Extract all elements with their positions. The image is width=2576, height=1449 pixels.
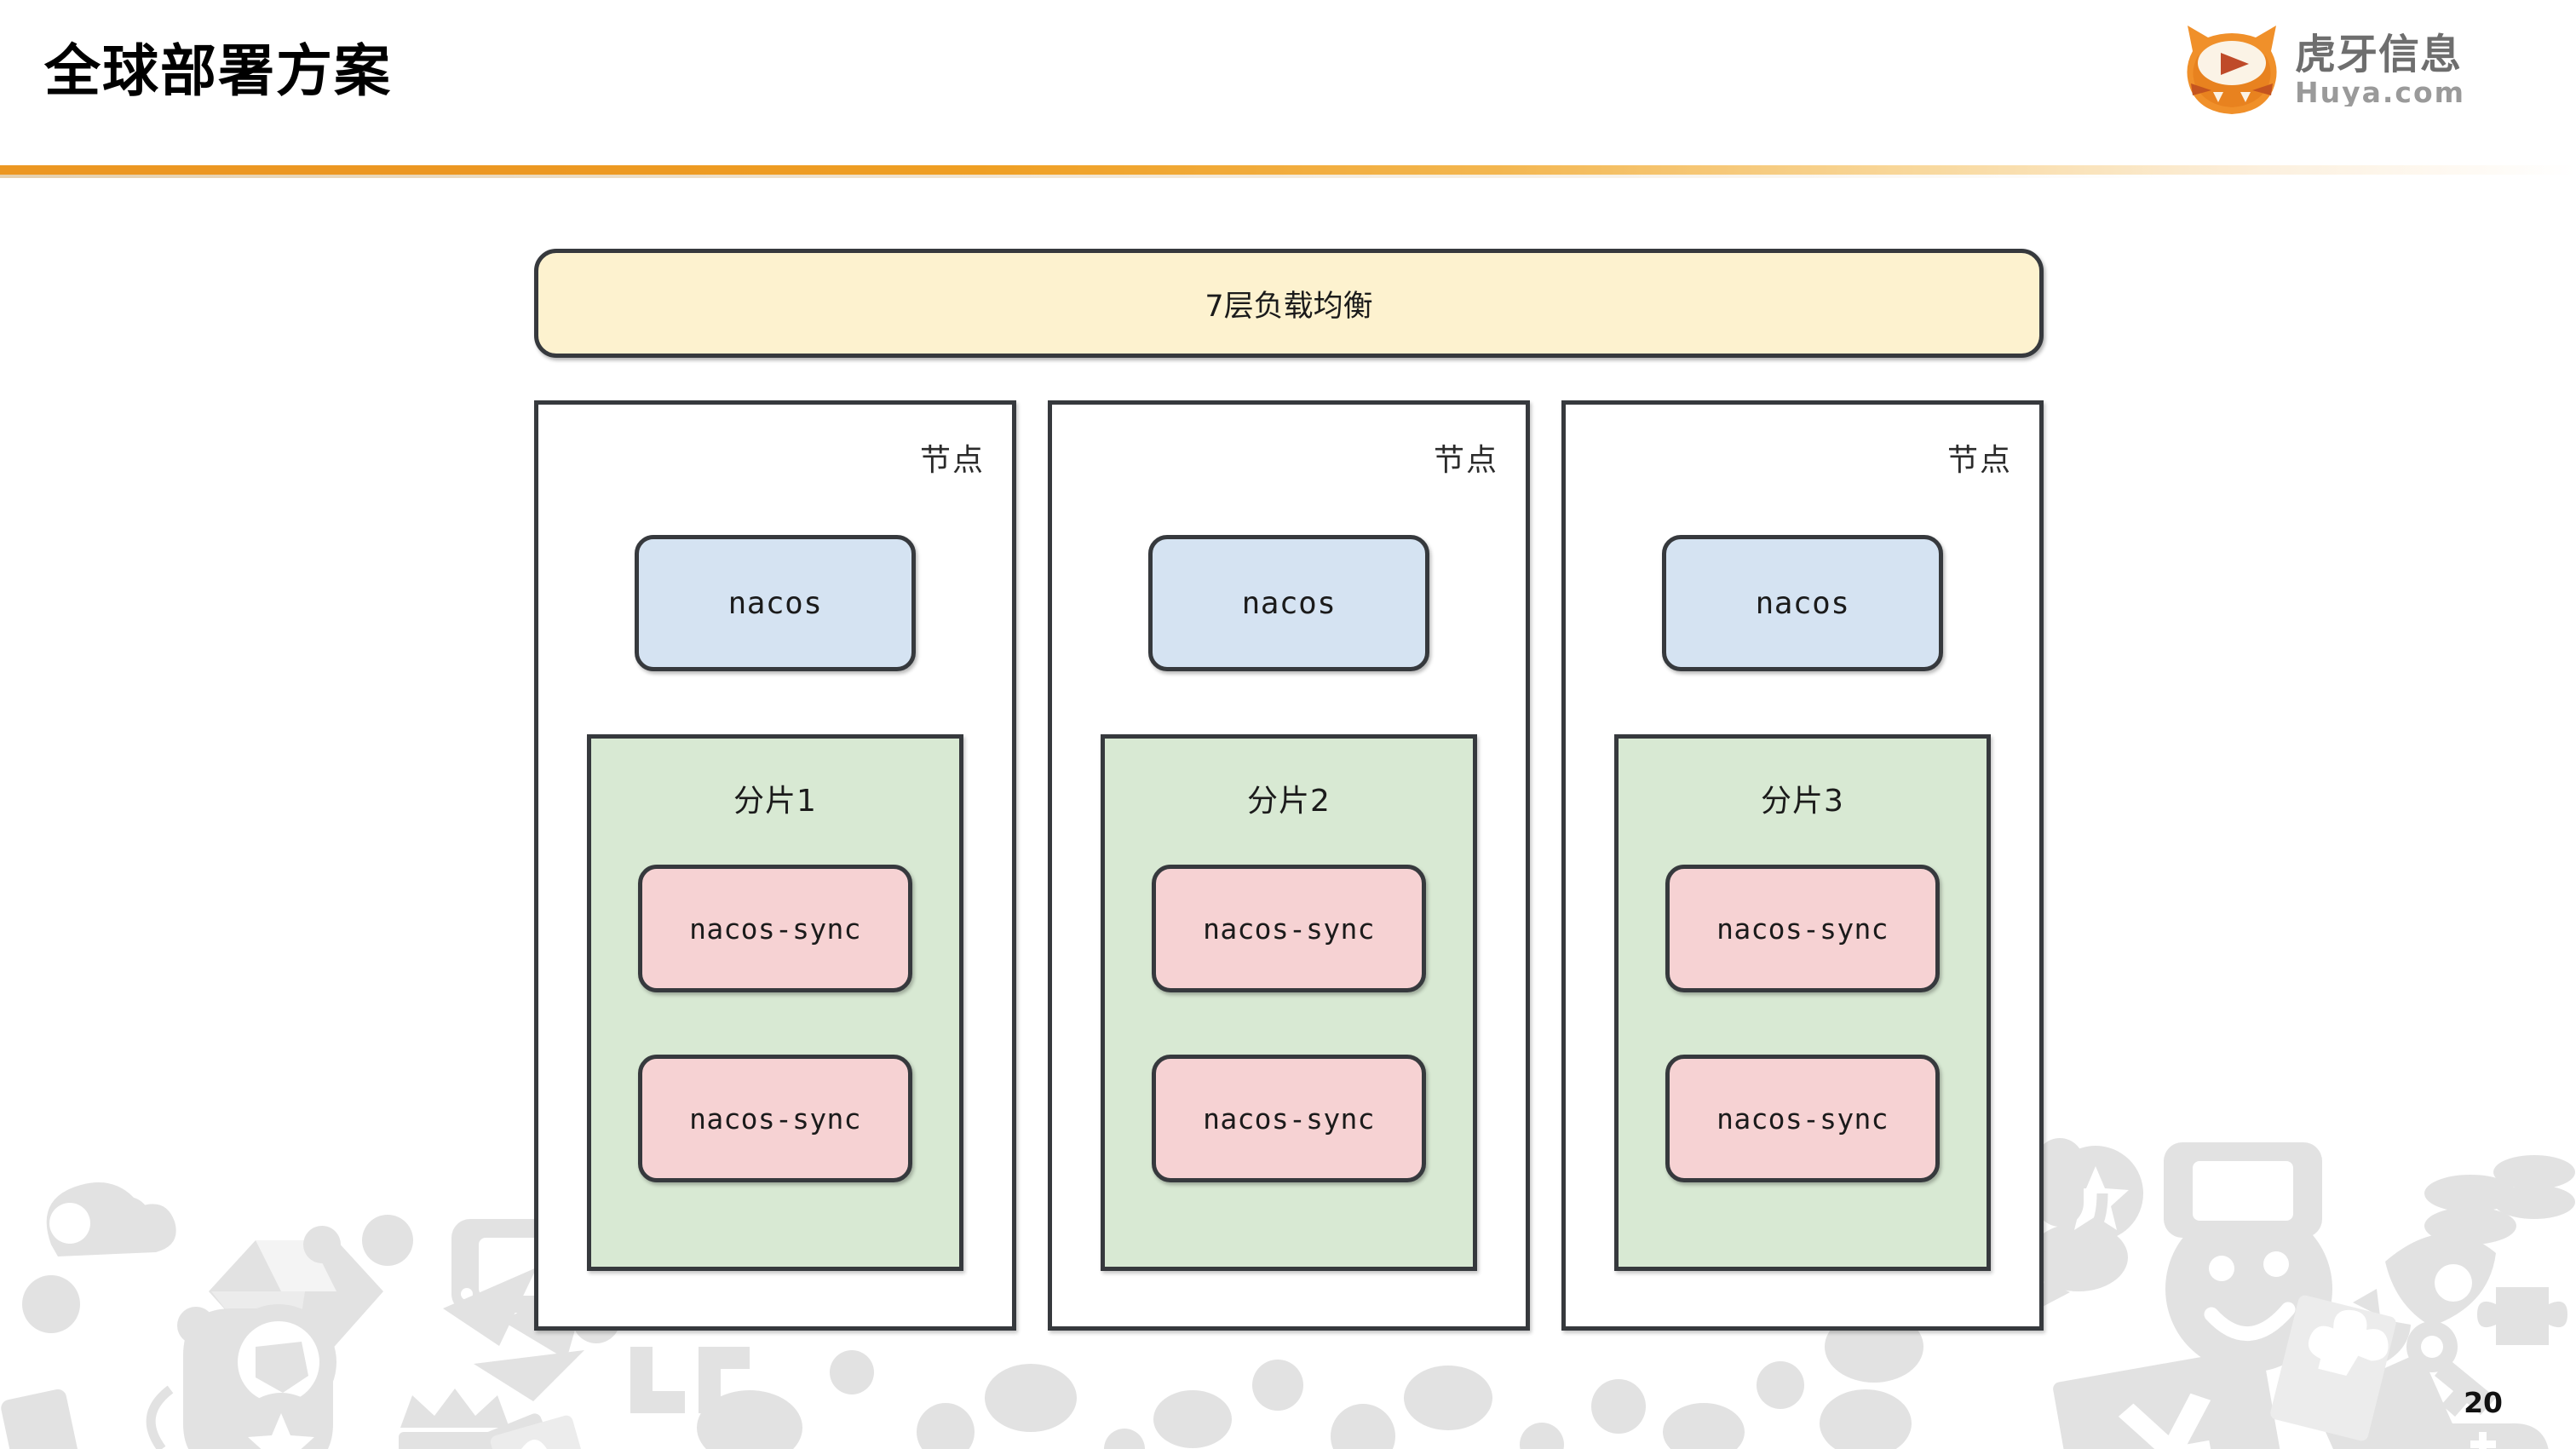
shard-label: 分片3 (1761, 784, 1844, 819)
shard-label: 分片2 (1247, 784, 1331, 819)
shard-container: 分片1 nacos-sync nacos-sync (587, 734, 963, 1271)
nacos-sync-box: nacos-sync (1152, 1055, 1426, 1182)
deployment-diagram: 7层负载均衡 节点 nacos 分片1 nacos-sync nacos-syn… (534, 249, 2044, 1331)
nacos-sync-label: nacos-sync (689, 911, 861, 946)
node-label: 节点 (1433, 443, 1498, 478)
nacos-service-label: nacos (727, 585, 823, 621)
node-container: 节点 nacos 分片3 nacos-sync nacos-sync (1561, 400, 2044, 1331)
nacos-sync-label: nacos-sync (689, 1101, 861, 1136)
nacos-sync-box: nacos-sync (1665, 865, 1940, 992)
brand-logo: 虎牙信息 Huya.com (2182, 22, 2523, 118)
load-balancer-box: 7层负载均衡 (534, 249, 2044, 358)
nacos-service-box: nacos (1148, 535, 1429, 671)
nacos-service-box: nacos (1662, 535, 1943, 671)
nacos-sync-box: nacos-sync (638, 1055, 912, 1182)
nacos-sync-label: nacos-sync (1716, 1101, 1889, 1136)
nacos-service-label: nacos (1755, 585, 1850, 621)
nacos-sync-label: nacos-sync (1203, 1101, 1375, 1136)
nacos-sync-box: nacos-sync (1665, 1055, 1940, 1182)
nacos-sync-label: nacos-sync (1203, 911, 1375, 946)
title-divider-rule (0, 165, 2576, 175)
brand-name-en: Huya.com (2295, 76, 2523, 109)
shard-container: 分片2 nacos-sync nacos-sync (1101, 734, 1477, 1271)
node-label: 节点 (1946, 443, 2012, 478)
page-title: 全球部署方案 (44, 41, 392, 103)
svg-text:Huya.com: Huya.com (2295, 78, 2465, 106)
shard-container: 分片3 nacos-sync nacos-sync (1614, 734, 1991, 1271)
node-label: 节点 (919, 443, 985, 478)
nacos-service-label: nacos (1241, 585, 1337, 621)
title-divider-shadow (0, 175, 2576, 178)
huya-tiger-logo-icon (2182, 22, 2281, 118)
shard-label: 分片1 (733, 784, 817, 819)
page-number: 20 (2464, 1386, 2503, 1419)
nacos-sync-box: nacos-sync (1152, 865, 1426, 992)
nacos-sync-box: nacos-sync (638, 865, 912, 992)
brand-name-cn: 虎牙信息 (2295, 30, 2463, 78)
nacos-sync-label: nacos-sync (1716, 911, 1889, 946)
nodes-row: 节点 nacos 分片1 nacos-sync nacos-sync 节点 na… (534, 400, 2044, 1331)
load-balancer-label: 7层负载均衡 (1205, 289, 1373, 324)
node-container: 节点 nacos 分片1 nacos-sync nacos-sync (534, 400, 1016, 1331)
node-container: 节点 nacos 分片2 nacos-sync nacos-sync (1048, 400, 1530, 1331)
nacos-service-box: nacos (635, 535, 916, 671)
